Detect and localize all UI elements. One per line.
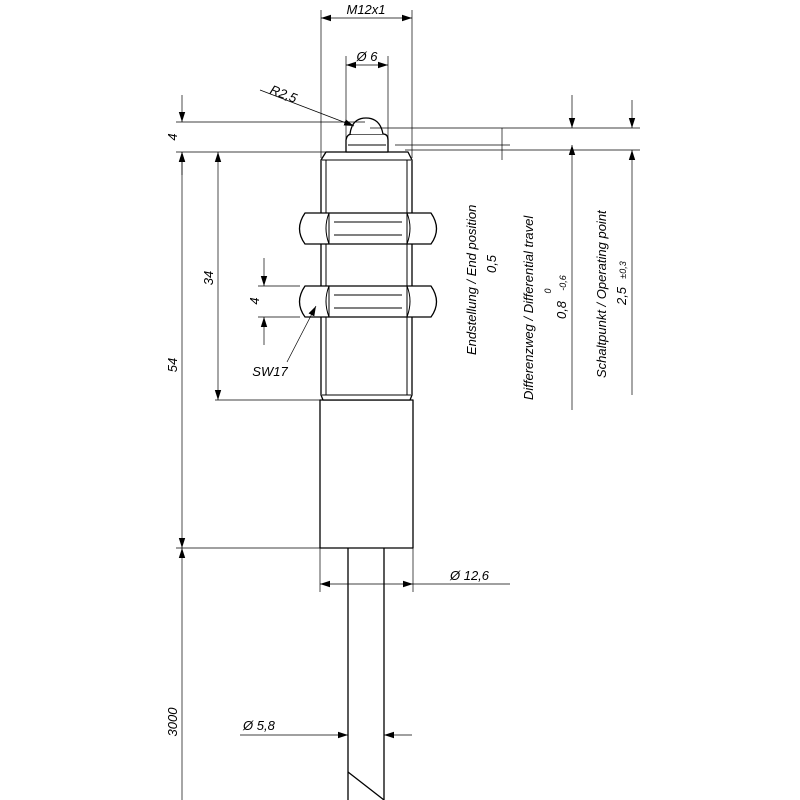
wrench-size-label: SW17 (252, 364, 288, 379)
cable (347, 548, 385, 800)
housing-height-label: 54 (165, 358, 180, 372)
plunger (345, 117, 389, 153)
ball-radius-label: R2,5 (268, 82, 300, 106)
end-position-label: Endstellung / End position (464, 205, 479, 355)
plunger-diameter-label: Ø 6 (356, 49, 379, 64)
dimension-lines (176, 10, 640, 800)
nut-height-label: 4 (247, 297, 262, 304)
sensor-body (298, 117, 438, 800)
hex-nut-lower (298, 285, 438, 318)
differential-travel-label: Differenzweg / Differential travel (521, 215, 536, 400)
differential-travel-tol-upper: 0 (543, 288, 553, 293)
plunger-height-label: 4 (165, 133, 180, 140)
cable-length-label: 3000 (165, 707, 180, 737)
thread-length-label: 34 (201, 271, 216, 285)
differential-travel-tol-lower: -0,6 (558, 275, 568, 291)
operating-point-label: Schaltpunkt / Operating point (594, 209, 609, 378)
thread-label: M12x1 (346, 2, 385, 17)
hex-nut-upper (298, 212, 438, 245)
operating-point-value: 2,5 (614, 286, 629, 306)
differential-travel-value: 0,8 (554, 300, 569, 319)
cable-diameter-label: Ø 5,8 (242, 718, 276, 733)
threaded-housing (320, 151, 413, 401)
body-diameter-label: Ø 12,6 (449, 568, 490, 583)
end-position-value: 0,5 (484, 254, 499, 273)
lower-body (319, 399, 414, 549)
operating-point-tol: ±0,3 (618, 261, 628, 278)
